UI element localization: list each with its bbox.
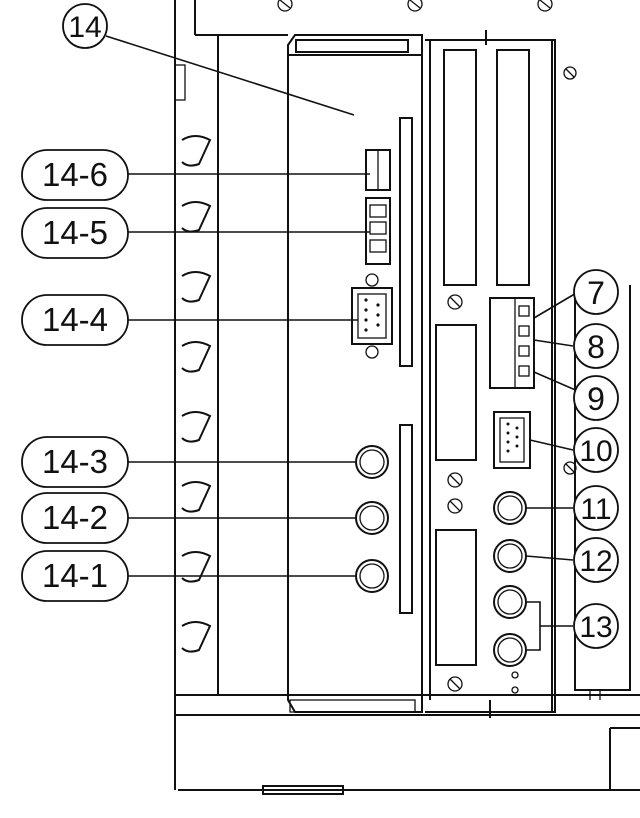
- callout-label: 14-2: [42, 499, 108, 536]
- callout-14-3: 14-3: [21, 436, 129, 488]
- callout-14-2: 14-2: [21, 492, 129, 544]
- side-panel: [574, 285, 631, 700]
- callout-14-5: 14-5: [21, 207, 129, 259]
- callout-14: 14: [62, 3, 108, 49]
- callout-label: 12: [579, 545, 612, 578]
- callout-label: 14-3: [42, 443, 108, 480]
- callout-10: 10: [573, 427, 619, 473]
- callout-13: 13: [573, 603, 619, 649]
- round-port-13b: [493, 633, 527, 667]
- callout-label: 8: [587, 329, 605, 365]
- round-port-14-3: [355, 445, 389, 479]
- leader-lines: [105, 35, 581, 651]
- callout-label: 14-6: [42, 156, 108, 193]
- round-port-11: [493, 491, 527, 525]
- connector-14-5: [365, 197, 391, 265]
- round-port-12: [493, 539, 527, 573]
- callout-8: 8: [573, 323, 619, 369]
- callout-label: 14-1: [42, 557, 108, 594]
- terminal-block: [489, 297, 535, 389]
- callout-7: 7: [573, 269, 619, 315]
- callout-11: 11: [573, 485, 619, 531]
- callout-14-4: 14-4: [21, 294, 129, 346]
- round-port-14-1: [355, 559, 389, 593]
- db9-port-10: [493, 411, 531, 469]
- callout-label: 9: [587, 381, 605, 417]
- small-holes: [511, 671, 519, 694]
- callout-12: 12: [573, 537, 619, 583]
- round-port-13a: [493, 585, 527, 619]
- callout-label: 14: [68, 11, 101, 44]
- callout-label: 7: [587, 275, 605, 311]
- callout-label: 10: [579, 435, 612, 468]
- chassis: [174, 0, 640, 795]
- vent-fins: [181, 135, 212, 653]
- callout-14-6: 14-6: [21, 149, 129, 201]
- module-right: [425, 30, 577, 718]
- callout-label: 13: [579, 611, 612, 644]
- callout-label: 14-4: [42, 301, 108, 338]
- callout-9: 9: [573, 375, 619, 421]
- round-port-14-2: [355, 501, 389, 535]
- db9-port-14-4: [351, 273, 393, 359]
- callout-14-1: 14-1: [21, 550, 129, 602]
- module-14: [287, 34, 423, 713]
- connector-14-6: [365, 149, 391, 191]
- callout-label: 14-5: [42, 214, 108, 251]
- callout-label: 11: [580, 493, 611, 526]
